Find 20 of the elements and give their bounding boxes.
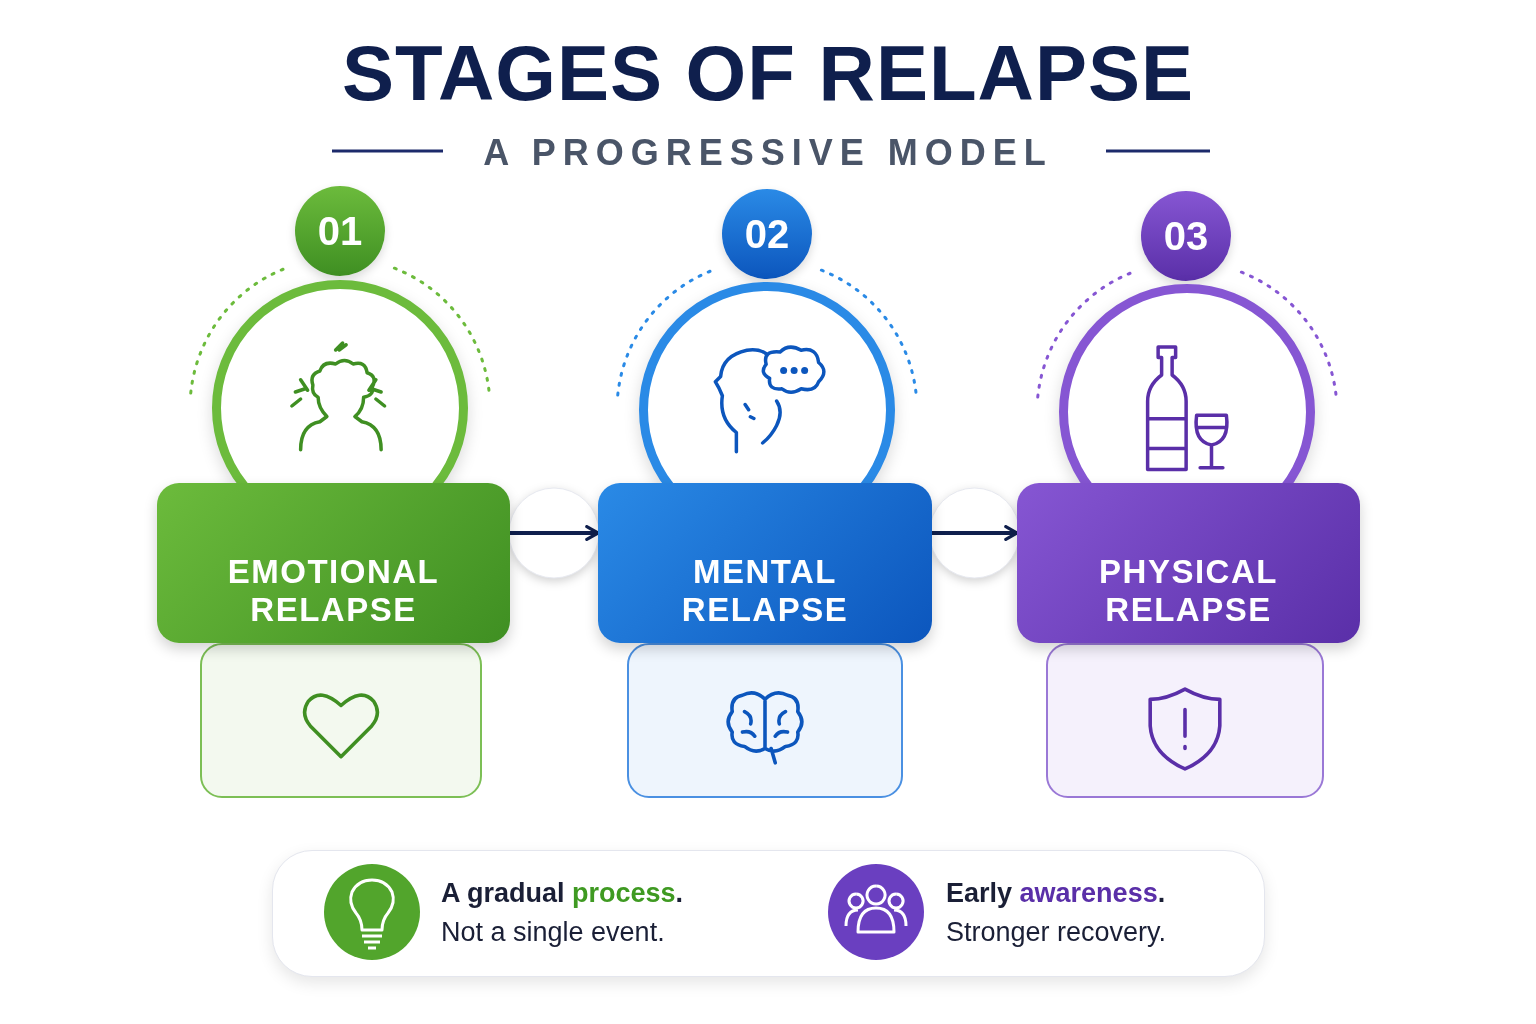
number-badge: 03 (1141, 191, 1231, 281)
title: STAGES OF RELAPSE (341, 28, 1195, 119)
detail-card (627, 643, 903, 798)
number-badge: 01 (295, 186, 385, 276)
stage-title: MENTAL RELAPSE (680, 553, 850, 629)
stage-title: EMOTIONAL RELAPSE (226, 553, 441, 629)
arrow (930, 525, 1019, 541)
stage-title: PHYSICAL RELAPSE (1098, 553, 1279, 629)
subtitle: A PROGRESSIVE MODEL (483, 132, 1053, 173)
stage-band (157, 483, 510, 643)
stage-band (598, 483, 932, 643)
arrow (508, 525, 600, 541)
number-badge: 02 (722, 189, 812, 279)
info-text: Stronger recovery. (946, 917, 1167, 948)
detail-card (1046, 643, 1324, 798)
detail-card (200, 643, 482, 798)
stage-band (1017, 483, 1360, 643)
info-text: Early awareness. (946, 878, 1166, 909)
info-text: A gradual process. (441, 878, 684, 909)
info-text: Not a single event. (441, 917, 665, 948)
